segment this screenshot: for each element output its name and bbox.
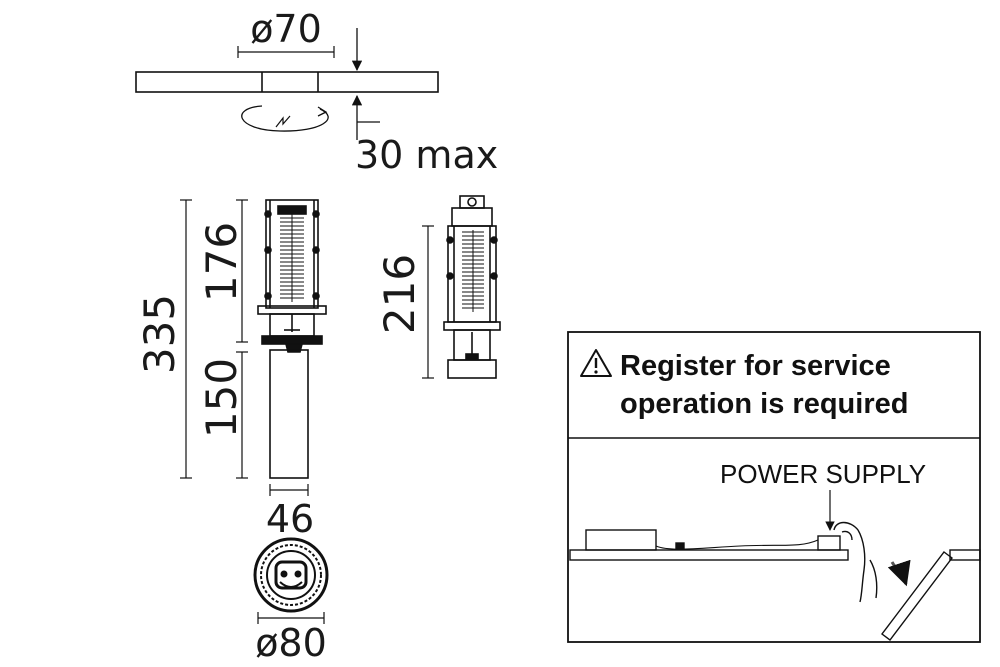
ceiling-slab [569, 529, 849, 561]
hand-icon [833, 521, 878, 603]
total-height-label: 335 [135, 294, 184, 374]
luminaire-side-view [443, 195, 501, 379]
cutout-diameter-label: ø70 [250, 7, 322, 51]
driver-body [265, 199, 319, 309]
trim-ring [261, 335, 323, 345]
rotation-icon [241, 105, 329, 132]
connector-box [817, 535, 841, 551]
light-tube [269, 349, 309, 479]
front-dimension-lines [180, 199, 248, 479]
side-dimension-line [422, 225, 434, 379]
side-trim [447, 359, 497, 379]
power-supply-label: POWER SUPPLY [720, 459, 926, 489]
warning-triangle-icon [580, 349, 612, 377]
luminaire-front-view [257, 199, 327, 496]
notice-line-1: Register for service [620, 350, 891, 382]
side-height-label: 216 [375, 254, 424, 334]
ceiling-cutout-view [135, 28, 439, 140]
ceiling-thickness-label: 30 max [355, 133, 498, 177]
tilted-ceiling-panel [881, 549, 981, 641]
service-notice-box: Register for service operation is requir… [567, 331, 981, 643]
rotate-down-arrow [887, 559, 911, 587]
outer-diameter-label: ø80 [255, 621, 327, 665]
ceiling-panel [135, 71, 439, 93]
tube-height-label: 150 [197, 358, 246, 438]
notice-line-2: operation is required [620, 388, 908, 420]
tube-width-label: 46 [266, 497, 314, 541]
luminaire-bottom-view [253, 537, 329, 624]
cooling-fins [280, 214, 304, 302]
driver-box [585, 529, 657, 551]
body-height-label: 176 [197, 222, 246, 302]
